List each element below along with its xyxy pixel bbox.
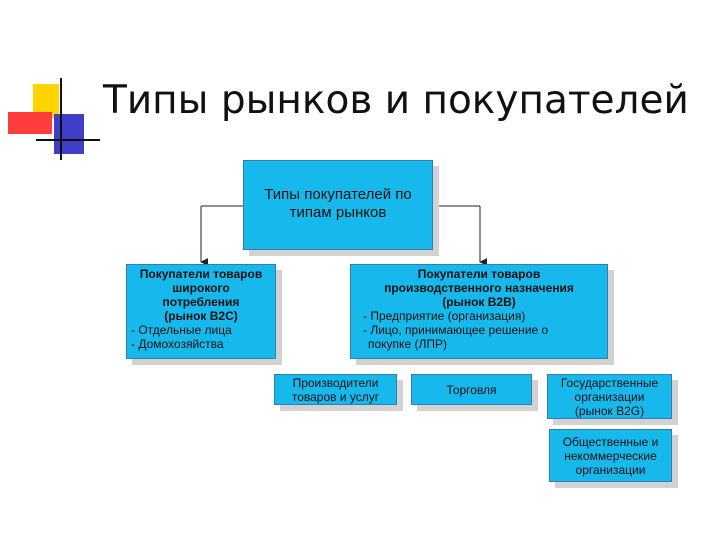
b2c-header-line-1: Покупатели товаров [140,267,262,281]
b2c-item: - Домохозяйства [131,337,271,351]
b2b-header-line-1: Покупатели товаров [418,267,540,281]
b2c-node: Покупатели товаров широкого потребления … [126,264,276,359]
gov-line-3: (рынок В2G) [575,404,644,418]
producers-node: Производители товаров и услуг [274,374,397,405]
b2c-item: - Отдельные лица [131,323,271,337]
gov-line-1: Государственные [561,376,658,390]
nonprofit-node: Общественные и некоммерческие организаци… [549,429,672,482]
root-node: Типы покупателей по типам рынков [243,160,433,250]
nonprofit-line-2: некоммерческие [564,449,657,463]
trade-node: Торговля [411,374,532,405]
b2c-header-line-3: потребления [163,295,240,309]
b2c-header-line-2: широкого [172,281,229,295]
b2b-item: покупке (ЛПР) [342,337,616,351]
b2b-header-line-2: производственного назначения [384,281,574,295]
b2b-item: - Предприятие (организация) [347,309,611,323]
b2b-node: Покупатели товаров производственного наз… [350,264,608,359]
root-label-line-1: Типы покупателей по [264,186,411,204]
root-label-line-2: типам рынков [290,204,387,222]
producers-line-1: Производители [293,376,379,390]
producers-line-2: товаров и услуг [292,390,379,404]
trade-line-1: Торговля [446,383,496,397]
gov-line-2: организации [575,390,645,404]
b2b-item: - Лицо, принимающее решение о [347,323,611,337]
b2b-header-line-3: (рынок В2В) [442,295,516,309]
nonprofit-line-3: организации [576,463,646,477]
gov-node: Государственные организации (рынок В2G) [547,374,672,419]
b2c-header-line-4: (рынок В2С) [164,309,238,323]
nonprofit-line-1: Общественные и [563,435,659,449]
